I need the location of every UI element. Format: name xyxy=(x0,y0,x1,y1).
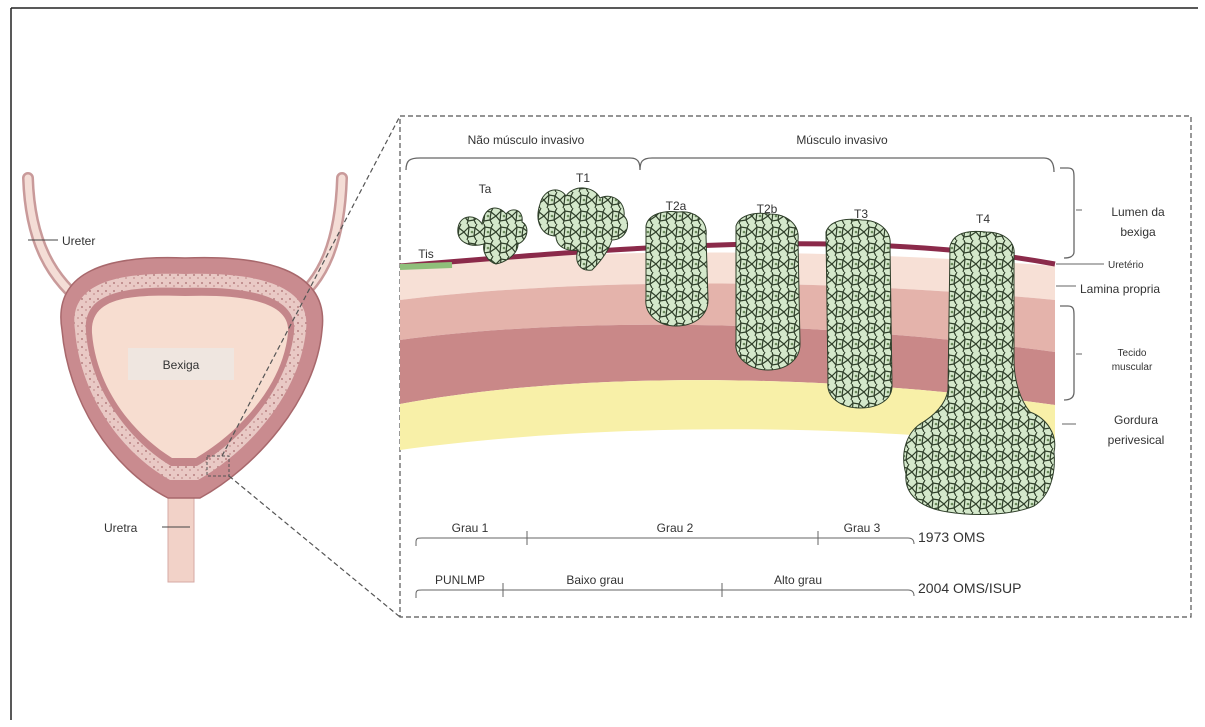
low-grade-label: Baixo grau xyxy=(566,573,623,587)
fat-label-line1: Gordura xyxy=(1114,413,1158,427)
stage-ta-label: Ta xyxy=(479,182,492,196)
grade1-label: Grau 1 xyxy=(452,521,489,535)
tumor-t2b xyxy=(736,213,800,370)
staging-panel: Tis Ta T1 T2a T2b T3 T4 Não músculo inva… xyxy=(400,116,1191,617)
fat-label-line2: perivesical xyxy=(1108,433,1165,447)
stage-t2b-label: T2b xyxy=(757,202,778,216)
lamina-propria-label: Lamina propria xyxy=(1080,282,1160,296)
high-grade-label: Alto grau xyxy=(774,573,822,587)
bladder-label: Bexiga xyxy=(163,358,200,372)
system-2004-label: 2004 OMS/ISUP xyxy=(918,580,1022,596)
urothelium-label: Uretério xyxy=(1108,260,1144,271)
stage-t2a-label: T2a xyxy=(666,199,687,213)
muscle-label-line1: Tecido xyxy=(1118,348,1147,359)
zoom-connector-bottom xyxy=(229,476,400,617)
non-muscle-invasive-label: Não músculo invasivo xyxy=(468,133,585,147)
stage-t4-label: T4 xyxy=(976,212,990,226)
lumen-label-line1: Lumen da xyxy=(1111,205,1165,219)
lumen-label-line2: bexiga xyxy=(1120,225,1156,239)
system-1973-label: 1973 OMS xyxy=(918,529,985,545)
tis-segment xyxy=(400,265,452,267)
ureter-label: Ureter xyxy=(62,234,95,248)
stage-tis-label: Tis xyxy=(418,247,434,261)
bladder-illustration: Bexiga Ureter Uretra xyxy=(28,178,342,582)
punlmp-label: PUNLMP xyxy=(435,573,485,587)
muscle-label-line2: muscular xyxy=(1112,362,1153,373)
urethra-label: Uretra xyxy=(104,521,138,535)
muscle-invasive-label: Músculo invasivo xyxy=(796,133,888,147)
stage-t1-label: T1 xyxy=(576,171,590,185)
grade3-label: Grau 3 xyxy=(844,521,881,535)
stage-t3-label: T3 xyxy=(854,207,868,221)
tumor-t3 xyxy=(826,219,892,408)
grade2-label: Grau 2 xyxy=(657,521,694,535)
tumor-t2a xyxy=(646,212,708,326)
